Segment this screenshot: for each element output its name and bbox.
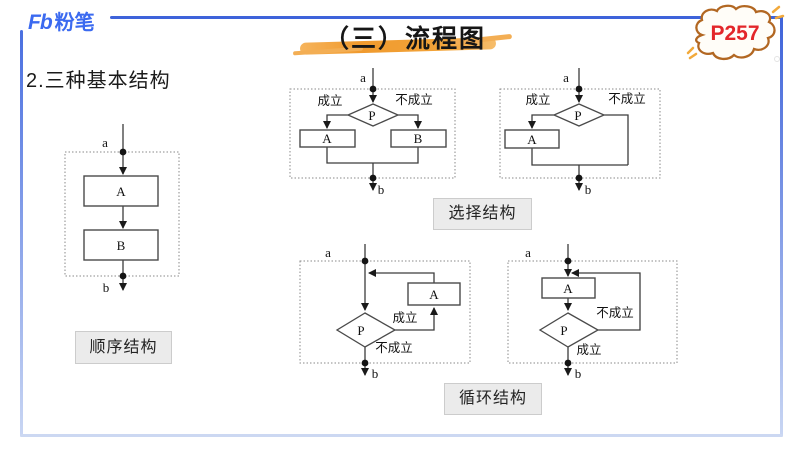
loop-structure-diagram-until: a A P 不成立 成立 b bbox=[507, 244, 678, 381]
selection-structure-diagram-two-branch: a P 成立 不成立 A B b bbox=[289, 68, 456, 197]
sequence-structure-diagram: a A B b bbox=[64, 124, 180, 295]
entry-label: a bbox=[563, 70, 569, 85]
process-box-a bbox=[83, 175, 159, 207]
exit-label: b bbox=[378, 182, 385, 197]
entry-node-dot bbox=[564, 257, 572, 265]
true-branch-label: 成立 bbox=[392, 310, 417, 325]
cloud-outline-icon bbox=[695, 4, 776, 61]
sequence-structure-label: 顺序结构 bbox=[75, 331, 172, 364]
loop-structure-diagram-while: a A P 成立 不成立 b bbox=[299, 244, 471, 381]
sparkle-icon bbox=[686, 5, 785, 60]
fenbi-logo-text: 粉笔 bbox=[54, 12, 95, 34]
connectors bbox=[323, 68, 422, 191]
exit-label: b bbox=[585, 182, 592, 197]
decision-diamond bbox=[538, 312, 600, 348]
exit-label: b bbox=[372, 366, 379, 381]
entry-label: a bbox=[525, 245, 531, 260]
entry-label: a bbox=[360, 70, 366, 85]
exit-node-dot bbox=[369, 174, 377, 182]
exit-node-dot bbox=[119, 272, 127, 280]
page-title: （三）流程图 bbox=[323, 24, 486, 53]
false-branch-label: 不成立 bbox=[375, 340, 413, 355]
connectors bbox=[361, 244, 438, 376]
entry-label: a bbox=[102, 135, 108, 150]
decision-label: P bbox=[368, 108, 375, 123]
entry-label: a bbox=[325, 245, 331, 260]
fenbi-logo: Fb 粉笔 bbox=[28, 6, 95, 35]
badge-dot-decor bbox=[774, 56, 780, 62]
page-number-badge: P257 bbox=[686, 4, 785, 62]
exit-node-dot bbox=[564, 359, 572, 367]
slide-border-right bbox=[780, 16, 783, 437]
loop-structure-label: 循环结构 bbox=[444, 383, 542, 415]
process-b-label: B bbox=[414, 131, 423, 146]
process-box-a bbox=[541, 277, 596, 299]
entry-node-dot bbox=[369, 85, 377, 93]
page-number: P257 bbox=[710, 22, 759, 45]
false-branch-label: 不成立 bbox=[395, 92, 433, 107]
boundary-dashed-box bbox=[507, 260, 678, 364]
decision-label: P bbox=[574, 108, 581, 123]
selection-structure-label: 选择结构 bbox=[433, 198, 532, 230]
fenbi-logo-icon: Fb bbox=[28, 11, 53, 34]
decision-diamond bbox=[335, 312, 397, 348]
section-heading: 2.三种基本结构 bbox=[26, 70, 171, 92]
process-box-a bbox=[407, 282, 461, 306]
process-a-label: A bbox=[527, 132, 537, 147]
process-b-label: B bbox=[117, 238, 126, 253]
exit-node-dot bbox=[575, 174, 583, 182]
process-box-a bbox=[299, 129, 356, 148]
true-branch-label: 成立 bbox=[576, 342, 601, 357]
exit-node-dot bbox=[361, 359, 369, 367]
exit-label: b bbox=[575, 366, 582, 381]
process-a-label: A bbox=[322, 131, 332, 146]
process-box-b bbox=[390, 129, 447, 148]
process-a-label: A bbox=[116, 184, 126, 199]
slide-border-top bbox=[110, 16, 783, 19]
false-branch-label: 不成立 bbox=[608, 91, 646, 106]
true-branch-label: 成立 bbox=[525, 92, 550, 107]
slide-border-bottom bbox=[20, 434, 783, 437]
process-box-a bbox=[504, 129, 560, 149]
selection-structure-diagram-single-branch: a P 成立 不成立 A b bbox=[499, 68, 661, 197]
process-box-b bbox=[83, 229, 159, 261]
false-branch-label: 不成立 bbox=[596, 305, 634, 320]
boundary-dashed-box bbox=[299, 260, 471, 364]
process-a-label: A bbox=[429, 287, 439, 302]
decision-label: P bbox=[560, 323, 567, 338]
decision-label: P bbox=[357, 323, 364, 338]
entry-node-dot bbox=[575, 85, 583, 93]
slide-border-left bbox=[20, 30, 23, 437]
entry-node-dot bbox=[361, 257, 369, 265]
decision-diamond bbox=[346, 103, 400, 127]
exit-label: b bbox=[103, 280, 110, 295]
entry-node-dot bbox=[119, 148, 127, 156]
process-a-label: A bbox=[563, 281, 573, 296]
decision-diamond bbox=[552, 103, 606, 127]
true-branch-label: 成立 bbox=[317, 93, 342, 108]
